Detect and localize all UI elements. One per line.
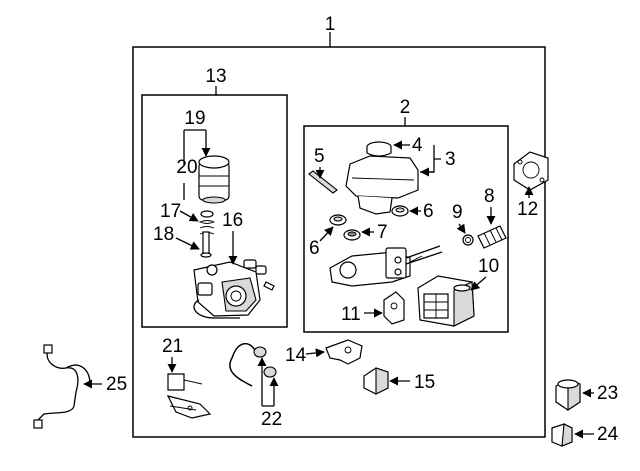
callout-19: 19	[184, 108, 205, 129]
callout-3: 3	[445, 149, 456, 170]
subassembly-13-frame	[141, 94, 288, 328]
callout-8: 8	[484, 186, 495, 207]
callout-25: 25	[106, 374, 127, 395]
control-module	[417, 275, 475, 327]
fluid-reservoir	[345, 155, 419, 215]
callout-14: 14	[285, 345, 307, 366]
accumulator-reservoir	[198, 155, 230, 204]
callout-23: 23	[597, 383, 618, 404]
callout-7: 7	[377, 222, 388, 243]
master-cylinder-body	[329, 245, 443, 287]
callout-21: 21	[162, 336, 183, 357]
grommet-upper	[391, 205, 409, 217]
rubber-insulator	[363, 367, 389, 395]
plunger-pin	[200, 231, 212, 258]
reservoir-cap	[366, 141, 392, 157]
upper-insulator	[555, 379, 581, 412]
reservoir-bracket-rod	[308, 170, 338, 194]
callout-15: 15	[414, 372, 435, 393]
main-frame	[132, 46, 546, 438]
piston-seal	[462, 234, 474, 246]
mounting-gasket	[513, 151, 549, 191]
booster-pump-body	[193, 261, 261, 319]
callout-13: 13	[205, 66, 226, 87]
callout-17: 17	[160, 201, 181, 222]
sensor-bracket	[383, 291, 405, 325]
reservoir-seal	[343, 229, 361, 241]
callout-20: 20	[176, 157, 197, 178]
mount-bracket	[325, 339, 363, 365]
callout-22: 22	[261, 409, 282, 430]
grommet-lower	[329, 214, 347, 226]
callout-10: 10	[478, 256, 499, 277]
wire-harness	[33, 344, 91, 429]
callout-9: 9	[452, 202, 463, 223]
pump-small-fittings	[243, 259, 275, 291]
callout-5: 5	[314, 146, 325, 167]
callout-16: 16	[222, 210, 243, 231]
lower-insulator	[551, 423, 573, 447]
bracket-assembly	[166, 373, 212, 419]
callout-6-lower: 6	[309, 238, 320, 259]
callout-4: 4	[412, 135, 423, 156]
o-ring-and-spring	[198, 210, 216, 235]
callout-2: 2	[400, 97, 411, 118]
callout-1: 1	[325, 14, 336, 35]
subassembly-2-frame	[303, 125, 509, 333]
callout-18: 18	[153, 224, 174, 245]
callout-12: 12	[517, 199, 538, 220]
hose-and-clamps	[229, 343, 277, 387]
callout-6-upper: 6	[423, 201, 434, 222]
callout-11: 11	[341, 304, 361, 325]
push-rod-boot	[477, 225, 507, 249]
callout-24: 24	[597, 424, 619, 445]
